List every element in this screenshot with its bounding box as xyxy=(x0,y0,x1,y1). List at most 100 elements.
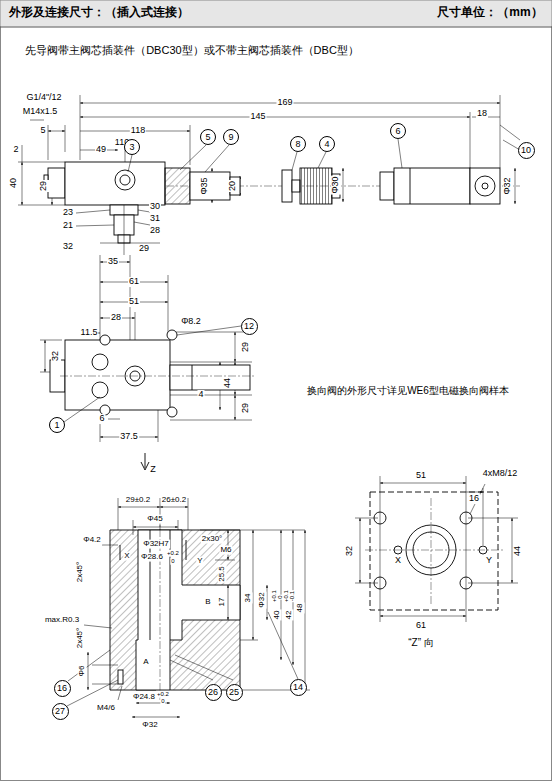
drawing-label: 61 xyxy=(128,277,140,287)
callout-number: 27 xyxy=(52,703,69,720)
drawing-label: -0.1 xyxy=(289,590,296,602)
drawing-label: 44 xyxy=(223,377,233,389)
drawing-label: 40 xyxy=(9,177,19,189)
drawing-label: 32 xyxy=(51,350,61,362)
drawing-label: 28 xyxy=(149,226,161,236)
drawing-label: 37.5 xyxy=(119,432,139,442)
drawing-label: 145 xyxy=(249,112,266,122)
drawing-label: B xyxy=(204,598,211,607)
drawing-label: 51 xyxy=(415,471,427,481)
drawing-label: “Z” 向 xyxy=(407,637,435,648)
callout-text: 4 xyxy=(324,140,329,149)
drawing-label: 26±0.2 xyxy=(161,496,187,505)
drawing-label: Φ32 xyxy=(141,721,158,730)
callout-number: 25 xyxy=(226,684,243,701)
drawing-label: 17 xyxy=(218,597,227,608)
drawing-label: Y xyxy=(196,557,203,566)
drawing-label: 4xM8/12 xyxy=(482,469,519,479)
callout-text: 10 xyxy=(521,146,531,155)
drawing-label: 2x45° xyxy=(76,627,85,650)
callout-text: 3 xyxy=(129,143,134,152)
callout-text: 12 xyxy=(244,322,254,331)
callout-text: 26 xyxy=(208,688,218,697)
callout-text: 1 xyxy=(54,421,59,430)
drawing-label: 169 xyxy=(276,98,293,108)
drawing-label: 32 xyxy=(62,242,74,252)
drawing-label: X xyxy=(394,556,402,566)
drawing-label: Φ32H7 xyxy=(142,540,170,549)
drawing-label: Φ45 xyxy=(146,515,163,524)
drawing-label: 118 xyxy=(130,126,146,136)
drawing-label: M14x1.5 xyxy=(22,107,59,117)
drawing-label: Φ6 xyxy=(78,665,87,678)
drawing-label: 31 xyxy=(149,214,161,224)
drawing-label: M6 xyxy=(219,546,232,555)
drawing-label: 49 xyxy=(95,145,107,155)
drawing-label: 2 xyxy=(12,145,19,155)
drawing-label: 30 xyxy=(149,202,161,212)
page-title: 外形及连接尺寸：（插入式连接） xyxy=(8,6,190,19)
drawing-label: +0.2 xyxy=(156,691,170,698)
drawing-label: Φ32 xyxy=(258,591,267,608)
callout-number: 26 xyxy=(205,684,222,701)
drawing-label: Φ8.2 xyxy=(180,317,202,327)
drawing-label: 4 xyxy=(197,390,204,400)
drawing-label: Z xyxy=(149,465,157,475)
drawing-label: 21 xyxy=(62,221,74,231)
callout-number: 16 xyxy=(54,680,71,697)
drawing-label: 48 xyxy=(296,603,305,614)
drawing-label: 11.5 xyxy=(80,328,99,338)
callout-text: 9 xyxy=(228,133,233,142)
drawing-label: 2x45° xyxy=(76,561,85,584)
drawing-label: 29 xyxy=(241,341,251,353)
drawing-label: 18 xyxy=(476,109,488,119)
drawing-label: Φ35 xyxy=(200,176,210,195)
callout-number: 4 xyxy=(319,136,335,152)
drawing-label: 35 xyxy=(107,257,119,267)
drawing-label: 尺寸单位：（mm） xyxy=(436,6,543,19)
callout-number: 8 xyxy=(290,136,306,152)
callout-number: 14 xyxy=(290,679,307,696)
callout-number: 10 xyxy=(518,142,535,159)
callout-text: 27 xyxy=(55,707,65,716)
drawing-label: 23 xyxy=(62,208,74,218)
drawing-label: Y xyxy=(485,556,493,566)
drawing-label: max.R0.3 xyxy=(44,616,80,625)
callout-number: 12 xyxy=(241,318,258,335)
drawing-label: 29±0.2 xyxy=(125,496,151,505)
drawing-label: Φ32 xyxy=(503,176,513,195)
drawing-label: 29 xyxy=(39,180,49,192)
drawing-label: 29 xyxy=(241,402,251,414)
drawing-label: G1/4"/12 xyxy=(25,93,62,103)
drawing-label: 25.5 xyxy=(218,565,227,583)
drawing-label: 44 xyxy=(513,545,523,557)
drawing-label: 32 xyxy=(345,545,355,557)
callout-text: 14 xyxy=(293,683,303,692)
callout-text: 25 xyxy=(229,688,239,697)
drawing-label: 0 xyxy=(170,558,175,565)
callout-text: 5 xyxy=(205,133,210,142)
drawing-label: 42 xyxy=(285,610,294,621)
drawing-label: 20 xyxy=(228,180,238,192)
drawing-label: +0.2 xyxy=(166,550,180,557)
drawing-label: 28 xyxy=(110,313,122,323)
callout-number: 3 xyxy=(124,139,140,155)
callout-number: 6 xyxy=(390,123,406,139)
drawing-label: Φ4.2 xyxy=(82,536,102,545)
callout-number: 9 xyxy=(223,129,239,145)
drawing-label: 先导阀带主阀芯插装件（DBC30型）或不带主阀芯插装件（DBC型） xyxy=(24,44,360,56)
drawing-label: M4/6 xyxy=(96,704,116,713)
callout-text: 8 xyxy=(295,140,300,149)
drawing-label: A xyxy=(142,658,149,667)
drawing-label: 40 xyxy=(273,610,282,621)
drawing-label: Φ28.6 xyxy=(140,553,164,562)
drawing-label: 29 xyxy=(138,244,150,254)
drawing-label: 51 xyxy=(128,297,140,307)
drawing-label: 61 xyxy=(415,621,427,631)
callout-text: 16 xyxy=(57,684,67,693)
drawing-label: 换向阀的外形尺寸详见WE6型电磁换向阀样本 xyxy=(306,385,510,396)
drawing-label: Φ24.8 xyxy=(132,693,156,702)
callout-number: 5 xyxy=(200,129,216,145)
drawing-label: 5 xyxy=(39,126,46,136)
drawing-label: 0 xyxy=(160,698,165,705)
